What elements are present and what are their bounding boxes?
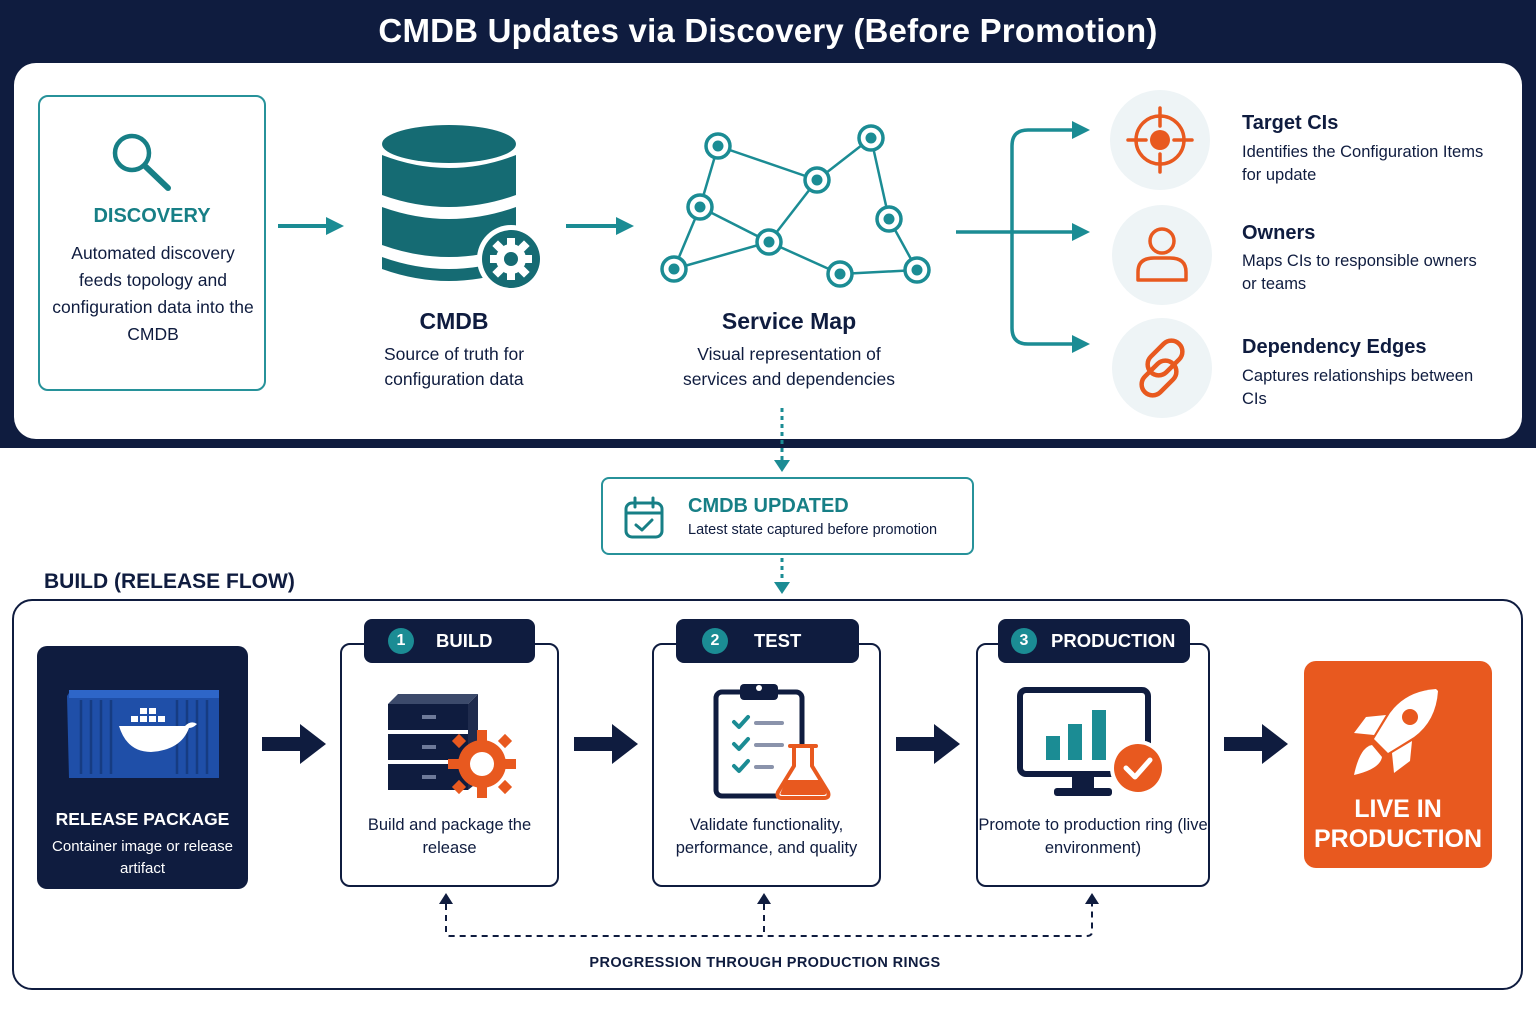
container-icon <box>67 690 219 778</box>
dotted-arrow-down-icon <box>774 408 790 472</box>
database-gear-icon <box>382 125 545 293</box>
progression-loop <box>439 893 1099 937</box>
arrow-right-icon <box>566 217 634 235</box>
discovery-title: DISCOVERY <box>93 205 211 227</box>
stage-number: 2 <box>702 628 728 654</box>
arrow-right-icon <box>1224 724 1288 764</box>
rocket-icon <box>1354 689 1438 775</box>
search-icon <box>112 133 171 191</box>
cmdb-description: Source of truth for configuration data <box>383 344 525 389</box>
stage-label: BUILD <box>436 630 493 651</box>
stage-number: 1 <box>388 628 414 654</box>
clipboard-flask-icon <box>713 684 831 800</box>
owners-description: Maps CIs to responsible owners or teams <box>1242 252 1477 293</box>
cmdb-updated-subtitle: Latest state captured before promotion <box>688 522 938 538</box>
stage-test-description: Validate functionality, performance, and… <box>675 816 858 857</box>
target-icon <box>1126 106 1194 174</box>
target-cis-title: Target CIs <box>1242 112 1339 134</box>
release-package-description: Container image or release artifact <box>52 838 233 877</box>
progression-label: PROGRESSION THROUGH PRODUCTION RINGS <box>589 955 941 971</box>
stage-label: PRODUCTION <box>1051 630 1176 651</box>
stage-build-description: Build and package the release <box>367 816 532 857</box>
stage-production-tab: 3 PRODUCTION <box>998 619 1190 663</box>
dependency-edges-description: Captures relationships between CIs <box>1242 367 1474 408</box>
cmdb-updated-title: CMDB UPDATED <box>688 495 849 517</box>
cmdb-updated-card: CMDB UPDATED Latest state captured befor… <box>601 477 974 555</box>
live-in-production-label: LIVE IN PRODUCTION <box>1313 795 1483 853</box>
monitor-check-icon <box>1017 687 1166 796</box>
build-heading: BUILD (RELEASE FLOW) <box>44 570 295 593</box>
discovery-card: DISCOVERY Automated discovery feeds topo… <box>38 95 266 391</box>
stage-build-tab: 1 BUILD <box>364 619 535 663</box>
dependency-edges-title: Dependency Edges <box>1242 336 1427 358</box>
branch-connector <box>956 121 1090 353</box>
service-map-description: Visual representation of services and de… <box>682 344 896 389</box>
release-package-card: RELEASE PACKAGE Container image or relea… <box>37 646 248 889</box>
live-in-production-card: LIVE IN PRODUCTION <box>1304 661 1492 868</box>
stage-label: TEST <box>754 630 802 651</box>
owners-title: Owners <box>1242 222 1316 244</box>
target-cis-description: Identifies the Configuration Items for u… <box>1242 143 1484 184</box>
arrow-right-icon <box>574 724 638 764</box>
server-gear-icon <box>388 694 516 798</box>
stage-number: 3 <box>1011 628 1037 654</box>
stage-test-tab: 2 TEST <box>676 619 859 663</box>
user-icon-bg <box>1112 205 1212 305</box>
stage-production-description: Promote to production ring (live environ… <box>978 816 1208 857</box>
link-icon-bg <box>1112 318 1212 418</box>
release-package-title: RELEASE PACKAGE <box>55 809 230 829</box>
arrow-right-icon <box>262 724 326 764</box>
link-icon <box>1139 338 1185 398</box>
calendar-check-icon <box>624 496 664 539</box>
discovery-description: Automated discovery feeds topology and c… <box>52 243 254 344</box>
arrow-right-icon <box>278 217 344 235</box>
user-icon <box>1136 227 1188 282</box>
page-title: CMDB Updates via Discovery (Before Promo… <box>378 12 1158 49</box>
arrow-right-icon <box>896 724 960 764</box>
service-map-title: Service Map <box>721 308 857 334</box>
network-graph-icon <box>660 124 931 288</box>
cmdb-title: CMDB <box>419 308 489 334</box>
dotted-arrow-down-icon <box>774 558 790 594</box>
